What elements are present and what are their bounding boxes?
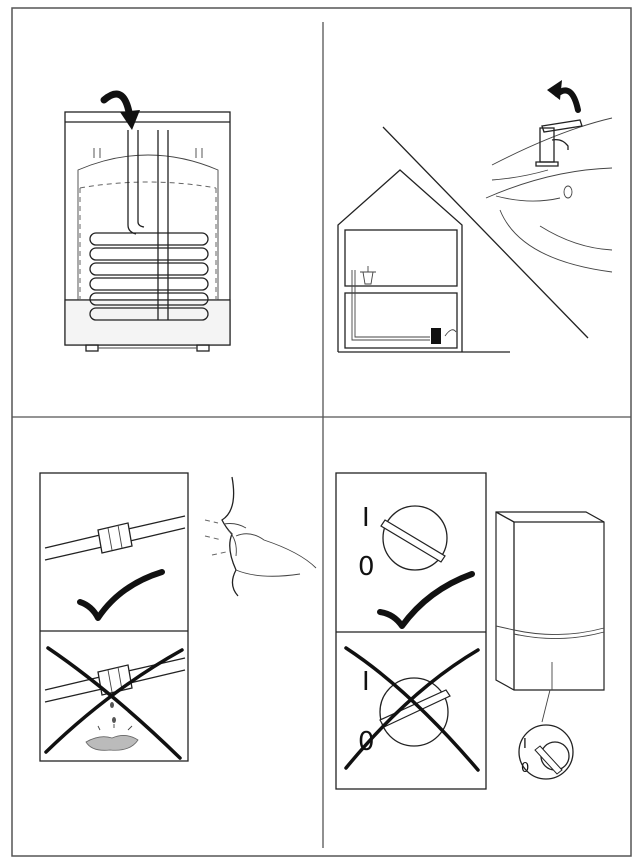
- house-outline: [337, 169, 463, 352]
- page-frame: [11, 7, 632, 857]
- curved-arrow-icon: [547, 80, 581, 113]
- curved-arrow-icon: [100, 90, 140, 130]
- rotary-switch-icon: [518, 724, 574, 780]
- cross-mark-icon: [344, 646, 480, 772]
- tap: [535, 119, 583, 167]
- switch-on-label-wrong: I: [362, 667, 370, 697]
- switch-off-label: 0: [358, 552, 375, 582]
- cross-mark-icon: [44, 646, 184, 760]
- switch-on-label: I: [362, 503, 370, 533]
- panel-switch: I 0 I 0: [335, 472, 605, 790]
- small-switch-on-label: I: [523, 737, 527, 752]
- basin: [485, 117, 613, 273]
- switch-check-frame: [335, 472, 487, 790]
- inspecting-face: [204, 476, 317, 597]
- rotary-switch-icon: [380, 505, 448, 571]
- panel-pipe-joint: [39, 472, 317, 762]
- panel-house-tap: [337, 80, 613, 353]
- check-mark-icon: [77, 569, 165, 621]
- zoom-line: [382, 126, 589, 339]
- check-mark-icon: [377, 571, 475, 629]
- boiler-unit: [431, 328, 441, 344]
- panel-cylinder: [64, 90, 231, 352]
- lower-room: [344, 292, 458, 349]
- boiler-cabinet: [495, 511, 605, 723]
- heating-coil: [89, 232, 209, 321]
- pipe-joint-ok: [44, 515, 186, 561]
- pipe-check-frame: [39, 472, 189, 762]
- upper-room: [344, 229, 458, 287]
- rotary-switch-icon: [379, 677, 451, 747]
- water-drip-icon: [85, 702, 139, 751]
